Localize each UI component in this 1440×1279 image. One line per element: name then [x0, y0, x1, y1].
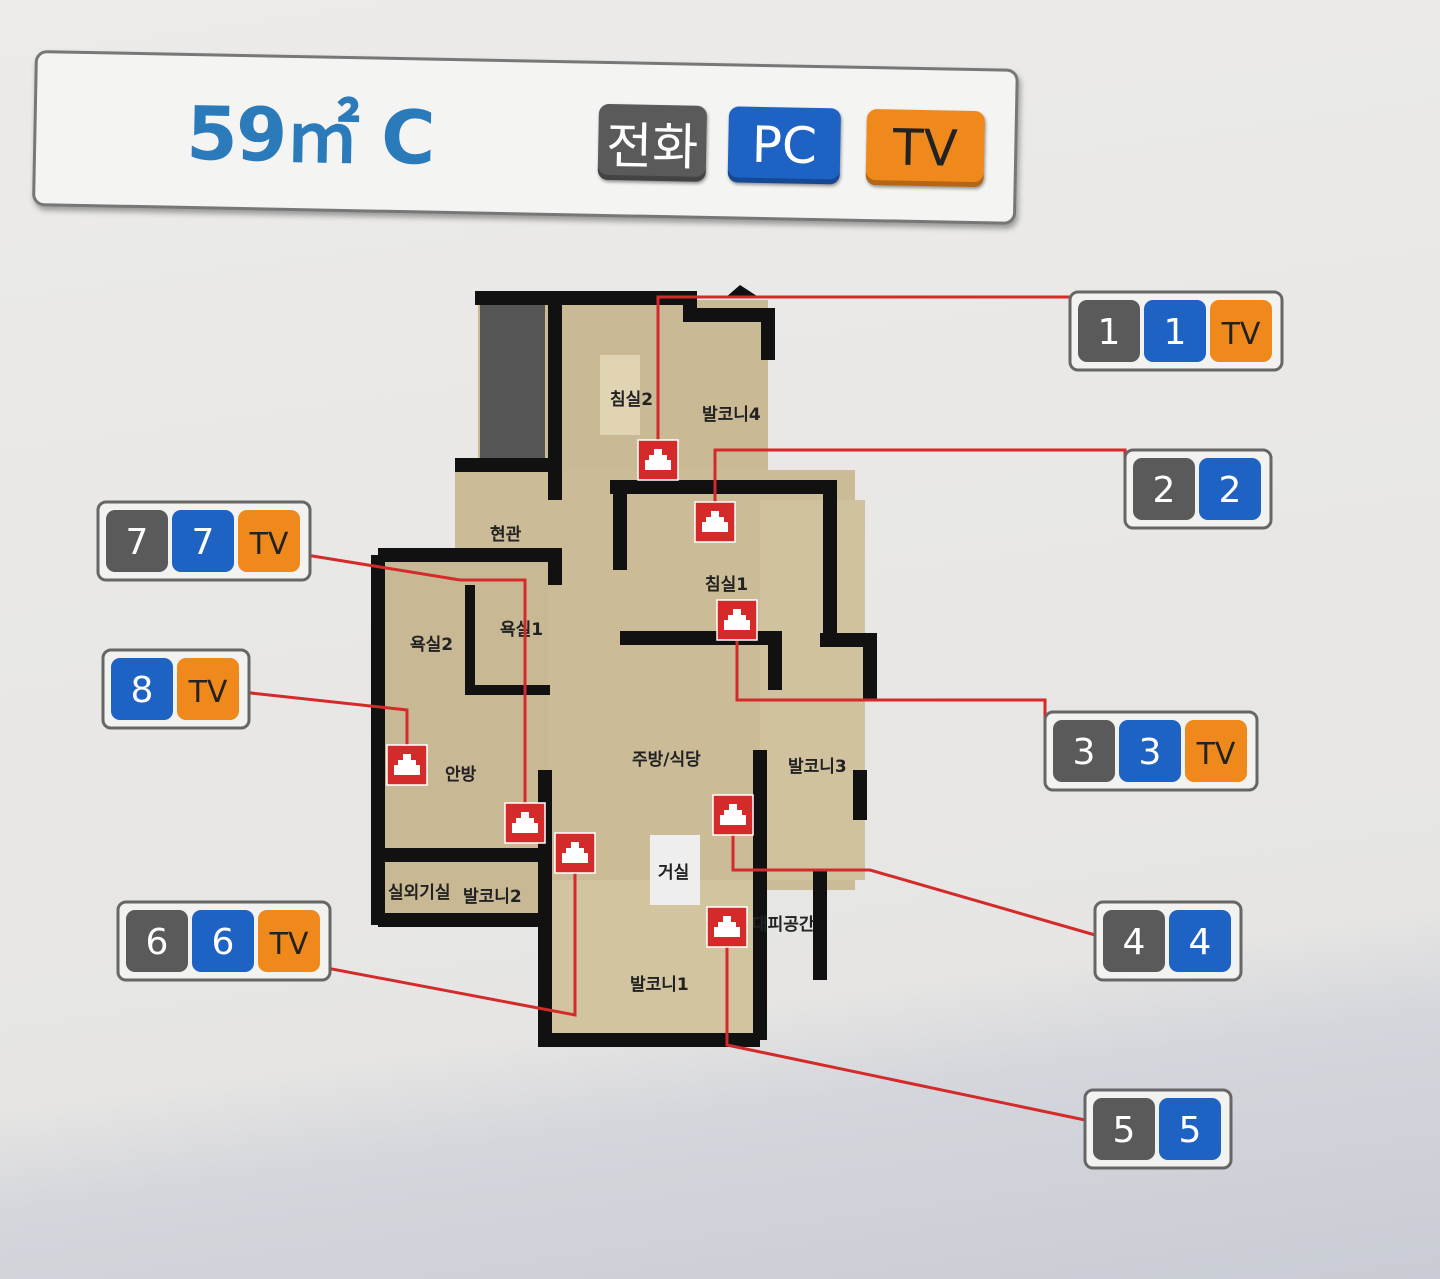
port-phone-label: 3: [1073, 732, 1096, 773]
port-pc-icon: [1169, 910, 1231, 972]
wall-outlet-icon: [554, 832, 596, 874]
wall-outlet-icon: [706, 906, 748, 948]
port-phone-icon: [1053, 720, 1115, 782]
port-phone-icon: [1078, 300, 1140, 362]
port-tv-label: TV: [249, 527, 289, 562]
port-box-6: 6 6 TV: [116, 900, 332, 982]
wall-outlet-icon: [386, 744, 428, 786]
port-phone-icon: [1103, 910, 1165, 972]
port-tv-icon: [258, 910, 320, 972]
cable-line: [725, 945, 1086, 1122]
port-phone-icon: [126, 910, 188, 972]
room-bath2: 욕실2: [410, 635, 453, 655]
port-tv-icon: [1185, 720, 1247, 782]
room-master: 안방: [445, 765, 477, 785]
port-tv-icon: [177, 658, 239, 720]
port-pc-label: 3: [1139, 732, 1162, 773]
room-shelter: 대피공간: [752, 915, 815, 935]
room-bath1: 욕실1: [500, 620, 543, 640]
wall-outlet-icon: [694, 501, 736, 543]
port-pc-icon: [1144, 300, 1206, 362]
cable-line: [257, 873, 577, 1017]
room-balcony1: 발코니1: [630, 975, 689, 995]
port-phone-label: 4: [1123, 922, 1146, 963]
port-pc-icon: [172, 510, 234, 572]
port-phone-icon: [106, 510, 168, 572]
port-pc-label: 7: [192, 522, 215, 563]
room-bed1: 침실1: [705, 574, 748, 595]
port-pc-icon: [1119, 720, 1181, 782]
outlets: [386, 439, 758, 948]
port-pc-label: 8: [131, 670, 154, 711]
room-outdoor-unit: 실외기실: [388, 883, 451, 903]
port-tv-label: TV: [269, 927, 309, 962]
port-pc-label: 1: [1164, 312, 1187, 353]
cable-line: [244, 543, 527, 805]
port-pc-icon: [192, 910, 254, 972]
port-phone-label: 7: [126, 522, 149, 563]
room-living: 거실: [658, 863, 689, 883]
port-pc-label: 2: [1219, 470, 1242, 511]
port-box-7: 7 7 TV: [96, 500, 312, 582]
room-entrance: 현관: [490, 525, 522, 545]
port-phone-label: 5: [1113, 1110, 1136, 1151]
port-tv-icon: [238, 510, 300, 572]
port-pc-label: 6: [212, 922, 235, 963]
port-box-3: 3 3 TV: [1043, 710, 1259, 792]
wall-outlet-icon: [637, 439, 679, 481]
port-phone-label: 2: [1153, 470, 1176, 511]
wall-outlet-icon: [716, 599, 758, 641]
room-bed2: 침실2: [610, 389, 653, 410]
wall-outlet-icon: [504, 802, 546, 844]
port-phone-icon: [1133, 458, 1195, 520]
port-box-8: 8 TV: [101, 648, 251, 730]
port-pc-icon: [1199, 458, 1261, 520]
port-pc-label: 5: [1179, 1110, 1202, 1151]
port-pc-icon: [111, 658, 173, 720]
cable-line: [731, 835, 1096, 937]
port-tv-label: TV: [1196, 737, 1236, 772]
cable-line: [204, 686, 409, 745]
port-pc-icon: [1159, 1098, 1221, 1160]
room-kitchen: 주방/식당: [632, 750, 701, 770]
port-box-1: 1 1 TV: [1068, 290, 1284, 372]
cable-lines: [204, 295, 1127, 1122]
port-tv-label: TV: [1221, 317, 1261, 352]
room-balcony4: 발코니4: [702, 405, 761, 425]
wall-outlet-icon: [712, 794, 754, 836]
floor-plan: 침실2 발코니4 현관 침실1 욕실1 욕실2 안방 주방/식당 발코니3 거실…: [371, 285, 877, 1047]
port-tv-icon: [1210, 300, 1272, 362]
port-pc-label: 4: [1189, 922, 1212, 963]
port-tv-label: TV: [188, 675, 228, 710]
port-phone-icon: [1093, 1098, 1155, 1160]
port-phone-label: 1: [1098, 312, 1121, 353]
room-balcony2: 발코니2: [463, 887, 522, 907]
room-balcony3: 발코니3: [788, 757, 847, 777]
port-phone-label: 6: [146, 922, 169, 963]
